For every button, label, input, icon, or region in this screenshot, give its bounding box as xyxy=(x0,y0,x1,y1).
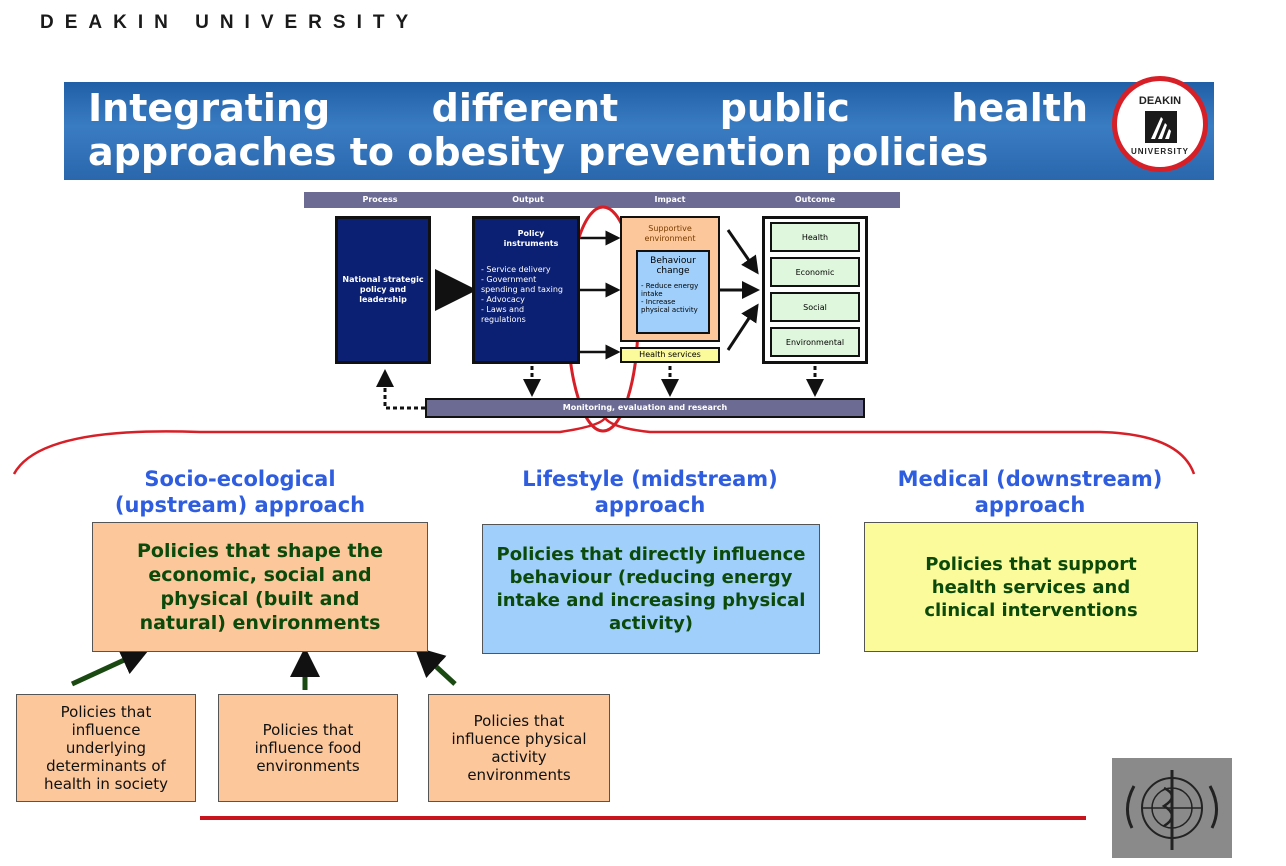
output-title: Policy instruments xyxy=(503,229,559,248)
impact-health-services: Health services xyxy=(620,347,720,363)
sub-policy-physical-activity: Policies that influence physical activit… xyxy=(428,694,610,802)
logo-top-text: DEAKIN xyxy=(1138,95,1182,107)
upstream-approach-title: Socio-ecological (upstream) approach xyxy=(114,467,366,517)
impact-item: - Reduce energy intake xyxy=(641,282,699,298)
impact-supportive-label: Supportive environment xyxy=(644,224,696,243)
slide-title: Integrating different public health appr… xyxy=(88,86,1088,174)
title-banner xyxy=(64,82,1214,180)
output-item: - Government spending and taxing xyxy=(481,275,563,294)
outcome-social: Social xyxy=(770,292,860,322)
header-impact: Impact xyxy=(654,195,686,204)
monitoring-bar: Monitoring, evaluation and research xyxy=(425,398,865,418)
midstream-policy-box: Policies that directly influence behavio… xyxy=(482,524,820,654)
header-process: Process xyxy=(362,195,398,204)
title-line-1: Integrating different public health xyxy=(88,86,1088,130)
impact-behaviour-box: Behaviour change - Reduce energy intake … xyxy=(636,250,710,334)
logo-mark-icon xyxy=(1145,111,1177,143)
sub-policy-determinants: Policies that influence underlying deter… xyxy=(16,694,196,802)
downstream-policy-box: Policies that support health services an… xyxy=(864,522,1198,652)
impact-item: - Increase physical activity xyxy=(641,298,698,314)
title-line-2: approaches to obesity prevention policie… xyxy=(88,130,989,174)
who-emblem xyxy=(1112,758,1232,858)
header-output: Output xyxy=(512,195,544,204)
framework-header-bar xyxy=(304,192,900,208)
midstream-approach-title: Lifestyle (midstream) approach xyxy=(522,467,778,517)
university-wordmark: DEAKIN UNIVERSITY xyxy=(40,12,420,33)
sub-policy-food: Policies that influence food environment… xyxy=(218,694,398,802)
outcome-environmental: Environmental xyxy=(770,327,860,357)
logo-bottom-text: UNIVERSITY xyxy=(1130,147,1189,156)
outcome-economic: Economic xyxy=(770,257,860,287)
deakin-logo: DEAKIN UNIVERSITY xyxy=(1112,76,1208,172)
output-item: - Advocacy xyxy=(481,295,525,304)
output-box: Policy instruments - Service delivery - … xyxy=(472,216,580,364)
output-item: - Laws and regulations xyxy=(481,305,526,324)
header-outcome: Outcome xyxy=(794,195,836,204)
downstream-approach-title: Medical (downstream) approach xyxy=(897,467,1163,517)
output-item: - Service delivery xyxy=(481,265,551,274)
upstream-policy-box: Policies that shape the economic, social… xyxy=(92,522,428,652)
who-emblem-icon xyxy=(1126,770,1218,850)
outcome-health: Health xyxy=(770,222,860,252)
impact-behaviour-label: Behaviour change xyxy=(650,256,696,276)
process-box: National strategic policy and leadership xyxy=(335,216,431,364)
